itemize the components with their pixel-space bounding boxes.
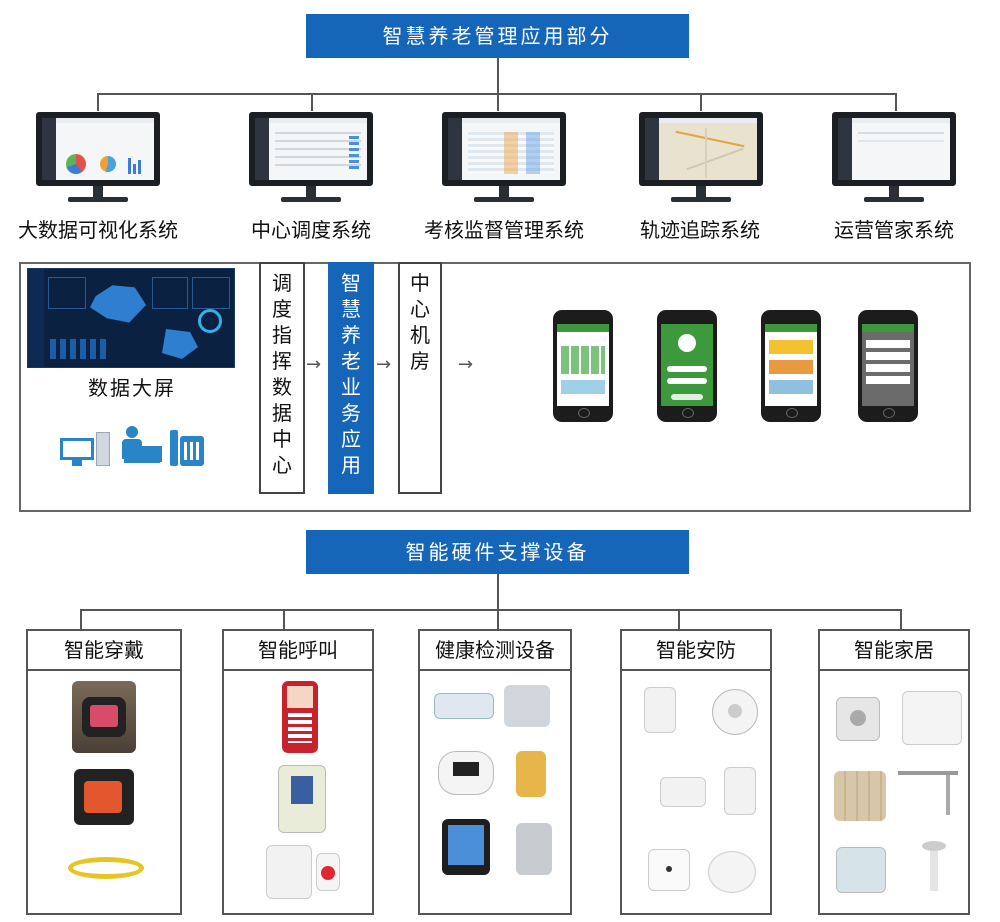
tree-line xyxy=(678,609,680,629)
category-health: 健康检测设备 xyxy=(418,629,572,915)
tree-line xyxy=(283,609,285,629)
phone-app-login xyxy=(657,310,717,422)
arrow-icon: → xyxy=(458,354,474,375)
operator-icon xyxy=(122,426,162,468)
system-label: 运营管家系统 xyxy=(834,218,954,242)
system-label: 中心调度系统 xyxy=(251,218,371,242)
top-banner: 智慧养老管理应用部分 xyxy=(306,14,689,58)
monitor-screen xyxy=(249,112,373,186)
arrow-icon: → xyxy=(306,354,322,375)
door-sensor-image xyxy=(648,849,690,891)
tree-line xyxy=(900,609,902,629)
category-title: 智能穿戴 xyxy=(28,631,180,671)
category-wearables: 智能穿戴 xyxy=(26,629,182,915)
tree-line xyxy=(97,93,99,111)
smoke-detector-image xyxy=(712,689,758,735)
category-title: 智能呼叫 xyxy=(224,631,372,671)
tree-line xyxy=(497,574,499,610)
tree-line xyxy=(700,93,702,111)
data-screen-image xyxy=(27,268,235,368)
tree-line xyxy=(497,93,499,111)
gas-detector-image xyxy=(644,687,676,733)
box-text: 智慧养老业务应用 xyxy=(341,271,361,477)
phone-app-home xyxy=(553,310,613,422)
health-device-image xyxy=(516,823,552,875)
smart-switch-image xyxy=(836,697,880,741)
system-label: 轨迹追踪系统 xyxy=(640,218,760,242)
box-text: 调度指挥数据中心 xyxy=(272,271,292,477)
smartwatch-image xyxy=(74,769,134,825)
category-security: 智能安防 xyxy=(620,629,772,915)
health-kiosk-image xyxy=(442,819,490,875)
tree-line xyxy=(311,93,313,111)
phone-app-settings xyxy=(858,310,918,422)
sensor-lamp-image xyxy=(922,841,946,893)
motion-sensor-image xyxy=(724,767,756,815)
health-device-image xyxy=(438,751,494,795)
bottom-banner: 智能硬件支撑设备 xyxy=(306,530,689,574)
middle-panel xyxy=(19,262,971,512)
monitor-screen xyxy=(36,112,160,186)
monitor-screen xyxy=(442,112,566,186)
data-screen-label: 数据大屏 xyxy=(88,376,176,400)
sos-button-image xyxy=(266,845,312,899)
category-call: 智能呼叫 xyxy=(222,629,374,915)
category-title: 智能安防 xyxy=(622,631,770,671)
telephone-icon xyxy=(170,430,206,468)
arrow-icon: → xyxy=(376,354,392,375)
category-title: 智能家居 xyxy=(820,631,968,671)
wristband-image xyxy=(68,857,144,879)
system-label: 大数据可视化系统 xyxy=(18,218,178,242)
health-device-image xyxy=(434,693,494,719)
system-label: 考核监督管理系统 xyxy=(424,218,584,242)
machine-room-box: 中心机房 xyxy=(398,262,442,494)
curtain-image xyxy=(834,771,886,821)
smart-panel-image xyxy=(902,691,962,745)
tree-line xyxy=(80,609,82,629)
blood-pressure-image xyxy=(504,685,550,727)
smartwatch-image xyxy=(72,681,136,753)
box-text: 中心机房 xyxy=(410,271,430,373)
monitor-screen xyxy=(639,112,763,186)
gateway-image xyxy=(708,851,756,893)
call-panel-image xyxy=(278,765,326,833)
touch-switch-image xyxy=(836,847,886,893)
water-detector-image xyxy=(660,777,706,807)
dispatch-data-center-box: 调度指挥数据中心 xyxy=(259,262,305,494)
health-device-image xyxy=(516,751,546,797)
computer-icon xyxy=(60,432,112,468)
monitor-screen xyxy=(832,112,956,186)
phone-app-list xyxy=(761,310,821,422)
tree-line xyxy=(497,58,499,94)
curtain-track-image xyxy=(898,771,958,815)
sos-button-image xyxy=(316,853,340,891)
category-title: 健康检测设备 xyxy=(420,631,570,671)
elderly-phone-image xyxy=(282,681,318,753)
category-home: 智能家居 xyxy=(818,629,970,915)
elderly-business-app-box: 智慧养老业务应用 xyxy=(328,262,374,494)
tree-line xyxy=(80,609,902,611)
tree-line xyxy=(497,609,499,629)
tree-line xyxy=(895,93,897,111)
